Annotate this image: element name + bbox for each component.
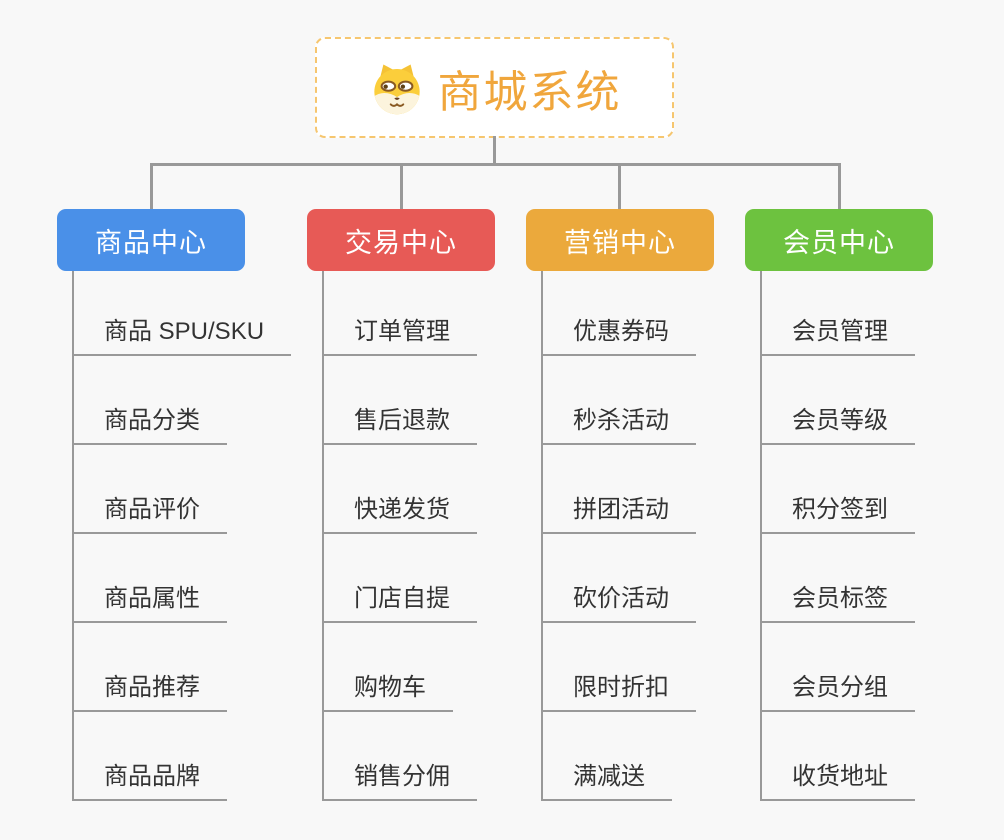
root-node-mall-system[interactable]: 商城系统 <box>315 37 674 138</box>
node-sales-commission[interactable]: 销售分佣 <box>324 712 477 801</box>
branch-items-marketing-center: 优惠券码 秒杀活动 拼团活动 砍价活动 限时折扣 满减送 <box>541 271 696 801</box>
connector-drop-marketing <box>618 163 621 209</box>
node-product-attribute[interactable]: 商品属性 <box>74 534 227 623</box>
node-shipping-address[interactable]: 收货地址 <box>762 712 915 801</box>
branch-member-center: 会员中心 会员管理 会员等级 积分签到 会员标签 会员分组 收货地址 <box>745 209 933 801</box>
connector-drop-member <box>838 163 841 209</box>
branch-header-marketing-center[interactable]: 营销中心 <box>526 209 714 271</box>
node-member-group[interactable]: 会员分组 <box>762 623 915 712</box>
node-product-spu-sku[interactable]: 商品 SPU/SKU <box>74 271 292 356</box>
node-product-brand[interactable]: 商品品牌 <box>74 712 227 801</box>
branch-items-trade-center: 订单管理 售后退款 快递发货 门店自提 购物车 销售分佣 <box>322 271 477 801</box>
dog-face-icon <box>373 63 420 114</box>
connector-drop-product <box>150 163 153 209</box>
node-member-level[interactable]: 会员等级 <box>762 356 915 445</box>
node-store-pickup[interactable]: 门店自提 <box>324 534 477 623</box>
branch-header-trade-center[interactable]: 交易中心 <box>307 209 495 271</box>
node-product-recommend[interactable]: 商品推荐 <box>74 623 227 712</box>
node-product-category[interactable]: 商品分类 <box>74 356 227 445</box>
connector-root-stem <box>493 136 496 164</box>
node-limited-time-discount[interactable]: 限时折扣 <box>543 623 696 712</box>
node-shopping-cart[interactable]: 购物车 <box>324 623 453 712</box>
root-node-title: 商城系统 <box>437 67 622 117</box>
node-product-review[interactable]: 商品评价 <box>74 445 227 534</box>
node-full-reduction[interactable]: 满减送 <box>543 712 672 801</box>
branch-header-product-center[interactable]: 商品中心 <box>57 209 245 271</box>
node-aftersale-refund[interactable]: 售后退款 <box>324 356 477 445</box>
node-flash-sale[interactable]: 秒杀活动 <box>543 356 696 445</box>
branch-items-product-center: 商品 SPU/SKU 商品分类 商品评价 商品属性 商品推荐 商品品牌 <box>72 271 292 801</box>
node-express-delivery[interactable]: 快递发货 <box>324 445 477 534</box>
node-points-checkin[interactable]: 积分签到 <box>762 445 915 534</box>
branch-items-member-center: 会员管理 会员等级 积分签到 会员标签 会员分组 收货地址 <box>760 271 915 801</box>
connector-trunk <box>150 163 841 166</box>
node-member-tag[interactable]: 会员标签 <box>762 534 915 623</box>
node-coupon-code[interactable]: 优惠券码 <box>543 271 696 356</box>
node-order-management[interactable]: 订单管理 <box>324 271 477 356</box>
branch-product-center: 商品中心 商品 SPU/SKU 商品分类 商品评价 商品属性 商品推荐 商品品牌 <box>57 209 292 801</box>
connector-drop-trade <box>400 163 403 209</box>
node-bargain-activity[interactable]: 砍价活动 <box>543 534 696 623</box>
branch-header-member-center[interactable]: 会员中心 <box>745 209 933 271</box>
node-member-management[interactable]: 会员管理 <box>762 271 915 356</box>
branch-marketing-center: 营销中心 优惠券码 秒杀活动 拼团活动 砍价活动 限时折扣 满减送 <box>526 209 714 801</box>
branch-trade-center: 交易中心 订单管理 售后退款 快递发货 门店自提 购物车 销售分佣 <box>307 209 495 801</box>
node-group-buy[interactable]: 拼团活动 <box>543 445 696 534</box>
